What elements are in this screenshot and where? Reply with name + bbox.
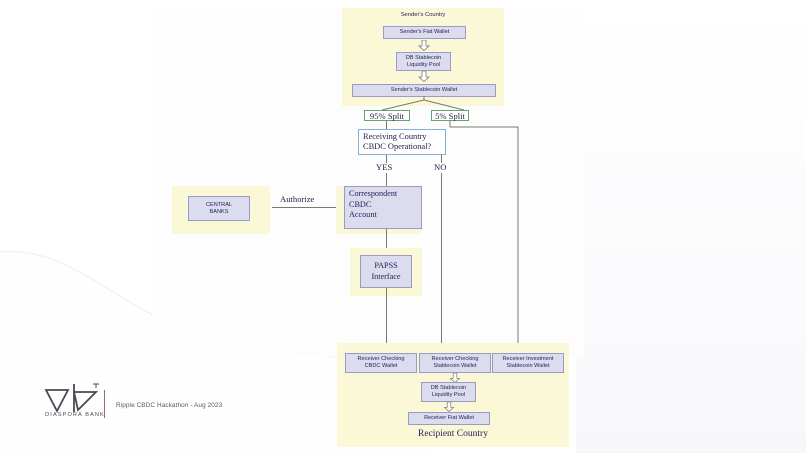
papss-interface-box[interactable]: PAPSS Interface — [360, 255, 412, 288]
correspondent-line-2: CBDC — [349, 199, 372, 209]
box-line-2: Liquidity Pool — [406, 61, 441, 68]
connector-yes-to-correspondent — [386, 173, 387, 186]
receiver-investment-stablecoin-wallet-box[interactable]: Receiver Investment Stablecoin Wallet — [492, 353, 564, 373]
pool-line-2: Liquidity Pool — [431, 392, 466, 398]
split-95-label: 95% Split — [364, 110, 410, 121]
recipient-country-label: Recipient Country — [418, 429, 488, 439]
wallet-line-1: Receiver Checking — [431, 356, 479, 363]
sender-db-stablecoin-liquidity-pool-box[interactable]: DB Stablecoin Liquidity Pool — [396, 52, 451, 71]
arrow-down-icon — [418, 71, 430, 82]
split-5-label: 5% Split — [431, 110, 469, 121]
receiver-checking-stablecoin-wallet-box[interactable]: Receiver Checking Stablecoin Wallet — [419, 353, 491, 373]
central-banks-box[interactable]: CENTRAL BANKS — [188, 196, 250, 221]
correspondent-line-3: Account — [349, 210, 377, 220]
sender-country-label: Sender's Country — [400, 12, 446, 18]
recipient-db-stablecoin-liquidity-pool-box[interactable]: DB Stablecoin Liquidity Pool — [421, 382, 476, 402]
papss-line-1: PAPSS — [374, 260, 398, 270]
correspondent-cbdc-account-box[interactable]: Correspondent CBDC Account — [344, 186, 422, 229]
decision-line-1: Receiving Country — [363, 131, 427, 141]
diaspora-bank-logo-icon — [44, 383, 99, 413]
decision-line-2: CBDC Operational? — [363, 142, 432, 151]
pool-line-1: DB Stablecoin — [430, 385, 467, 392]
senders-fiat-wallet-box[interactable]: Sender's Fiat Wallet — [383, 26, 466, 39]
arrow-down-icon — [418, 40, 430, 51]
authorize-edge-label: Authorize — [280, 194, 315, 204]
arrow-down-icon — [449, 373, 461, 383]
connector-authorize — [272, 207, 342, 208]
wallet-line-2: Stablecoin Wallet — [506, 363, 550, 369]
connector-no-stub — [441, 155, 442, 163]
papss-line-2: Interface — [371, 271, 401, 281]
decision-receiving-country-cbdc[interactable]: Receiving Country CBDC Operational? — [358, 129, 446, 155]
connector-95-to-decision — [386, 121, 387, 129]
footer-caption: Ripple CBDC Hackathon - Aug 2023 — [116, 402, 223, 409]
connector-papss-to-receiver-cbdc — [386, 288, 387, 345]
box-line-1: DB Stablecoin — [405, 54, 442, 61]
logo-wordmark: DIASPORA BANK — [45, 412, 105, 418]
connector-no-to-receiver-checking-stablecoin — [441, 173, 442, 346]
connector-correspondent-to-papss — [386, 229, 387, 255]
receiver-checking-cbdc-wallet-box[interactable]: Receiver Checking CBDC Wallet — [345, 353, 417, 373]
split-branch-connector — [381, 96, 465, 111]
arrow-down-icon — [443, 402, 455, 412]
decision-no-label: NO — [434, 162, 447, 172]
footer — [0, 383, 806, 453]
wallet-line-1: Receiver Investment — [502, 356, 554, 363]
connector-5-split-route — [449, 121, 519, 345]
background-right-gradient — [576, 0, 806, 453]
wallet-line-1: Receiver Checking — [357, 356, 405, 363]
wallet-line-2: CBDC Wallet — [364, 363, 398, 369]
wallet-line-2: Stablecoin Wallet — [433, 363, 477, 369]
central-banks-line-1: CENTRAL — [205, 201, 233, 208]
connector-yes-stub — [386, 155, 387, 163]
correspondent-line-1: Correspondent — [349, 189, 398, 198]
footer-divider — [104, 390, 105, 418]
central-banks-line-2: BANKS — [209, 208, 229, 215]
decision-yes-label: YES — [376, 162, 393, 172]
receiver-fiat-wallet-box[interactable]: Receiver Fiat Wallet — [408, 412, 490, 425]
